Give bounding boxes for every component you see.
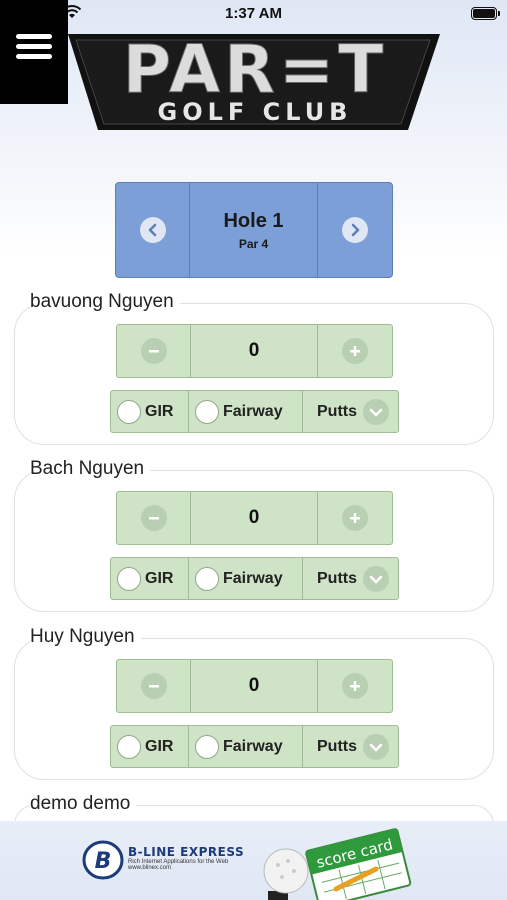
stats-row: GIR Fairway Putts	[110, 557, 399, 600]
putts-dropdown[interactable]: Putts	[303, 558, 398, 599]
minus-icon	[148, 350, 159, 353]
prev-hole-cell[interactable]	[116, 183, 190, 277]
stats-row: GIR Fairway Putts	[110, 390, 399, 433]
svg-text:B: B	[95, 849, 112, 874]
fairway-checkbox[interactable]	[195, 734, 219, 759]
gir-toggle[interactable]: GIR	[111, 726, 189, 767]
putts-dropdown[interactable]: Putts	[303, 391, 398, 432]
hole-info: Hole 1 Par 4	[190, 183, 318, 277]
hole-navigator: Hole 1 Par 4	[115, 182, 393, 278]
score-value: 0	[191, 492, 318, 544]
player-name: bavuong Nguyen	[30, 291, 180, 313]
score-stepper: 0	[116, 659, 393, 713]
logo-title: PAR=T	[123, 31, 388, 108]
chevron-right-icon	[351, 223, 360, 237]
decrease-score-button[interactable]	[140, 338, 167, 364]
player-card: 0 GIR Fairway Putts	[14, 303, 494, 445]
ad-url: www.blinex.com	[128, 865, 172, 871]
decrease-score-button[interactable]	[140, 505, 167, 531]
putts-label: Putts	[317, 569, 357, 587]
plus-icon	[350, 346, 360, 356]
next-hole-cell[interactable]	[318, 183, 392, 277]
fairway-label: Fairway	[223, 402, 283, 420]
gir-label: GIR	[145, 737, 174, 755]
battery-icon	[471, 7, 500, 20]
player-card: 0 GIR Fairway Putts	[14, 470, 494, 612]
fairway-checkbox[interactable]	[195, 566, 219, 591]
stats-row: GIR Fairway Putts	[110, 725, 399, 768]
player-name: Bach Nguyen	[30, 458, 151, 480]
score-stepper: 0	[116, 491, 393, 545]
fairway-checkbox[interactable]	[195, 399, 219, 424]
putts-label: Putts	[317, 737, 357, 755]
gir-toggle[interactable]: GIR	[111, 558, 189, 599]
fairway-label: Fairway	[223, 569, 283, 587]
score-value: 0	[191, 660, 318, 712]
plus-icon	[350, 681, 360, 691]
putts-dropdown[interactable]: Putts	[303, 726, 398, 767]
gir-checkbox[interactable]	[117, 566, 141, 591]
scorecard-icon: score card	[263, 828, 412, 900]
hole-par: Par 4	[238, 236, 269, 251]
score-stepper: 0	[116, 324, 393, 378]
fairway-label: Fairway	[223, 737, 283, 755]
chevron-left-icon	[148, 223, 156, 237]
gir-checkbox[interactable]	[117, 734, 141, 759]
gir-label: GIR	[145, 569, 174, 587]
chevron-down-icon	[363, 733, 389, 760]
menu-button[interactable]	[0, 0, 68, 104]
club-logo: PAR=T GOLF CLUB	[68, 31, 440, 130]
player-card: 0 GIR Fairway Putts	[14, 638, 494, 780]
prev-hole-button[interactable]	[139, 217, 166, 243]
minus-icon	[148, 517, 159, 520]
score-value: 0	[191, 325, 318, 377]
increase-score-button[interactable]	[342, 505, 368, 531]
logo-subtitle: GOLF CLUB	[158, 98, 353, 126]
increase-score-button[interactable]	[342, 338, 368, 364]
status-bar: 1:37 AM	[0, 0, 507, 28]
fairway-toggle[interactable]: Fairway	[189, 558, 303, 599]
plus-icon	[350, 513, 360, 523]
next-hole-button[interactable]	[342, 217, 368, 243]
player-name: demo demo	[30, 793, 137, 815]
ad-brand: B-LINE EXPRESS	[128, 845, 245, 859]
ad-banner[interactable]: B B-LINE EXPRESS Rich Internet Applicati…	[0, 821, 507, 900]
fairway-toggle[interactable]: Fairway	[189, 391, 303, 432]
increase-score-button[interactable]	[342, 673, 368, 699]
gir-toggle[interactable]: GIR	[111, 391, 189, 432]
minus-icon	[148, 685, 159, 688]
player-name: Huy Nguyen	[30, 626, 141, 648]
gir-checkbox[interactable]	[117, 399, 141, 424]
chevron-down-icon	[363, 565, 389, 592]
gir-label: GIR	[145, 402, 174, 420]
fairway-toggle[interactable]: Fairway	[189, 726, 303, 767]
status-time: 1:37 AM	[225, 5, 282, 22]
ad-tagline: Rich Internet Applications for the Web	[128, 859, 229, 865]
chevron-down-icon	[363, 398, 389, 425]
hole-title: Hole 1	[223, 209, 284, 232]
putts-label: Putts	[317, 402, 357, 420]
decrease-score-button[interactable]	[140, 673, 167, 699]
bline-logo-icon: B	[82, 840, 124, 880]
